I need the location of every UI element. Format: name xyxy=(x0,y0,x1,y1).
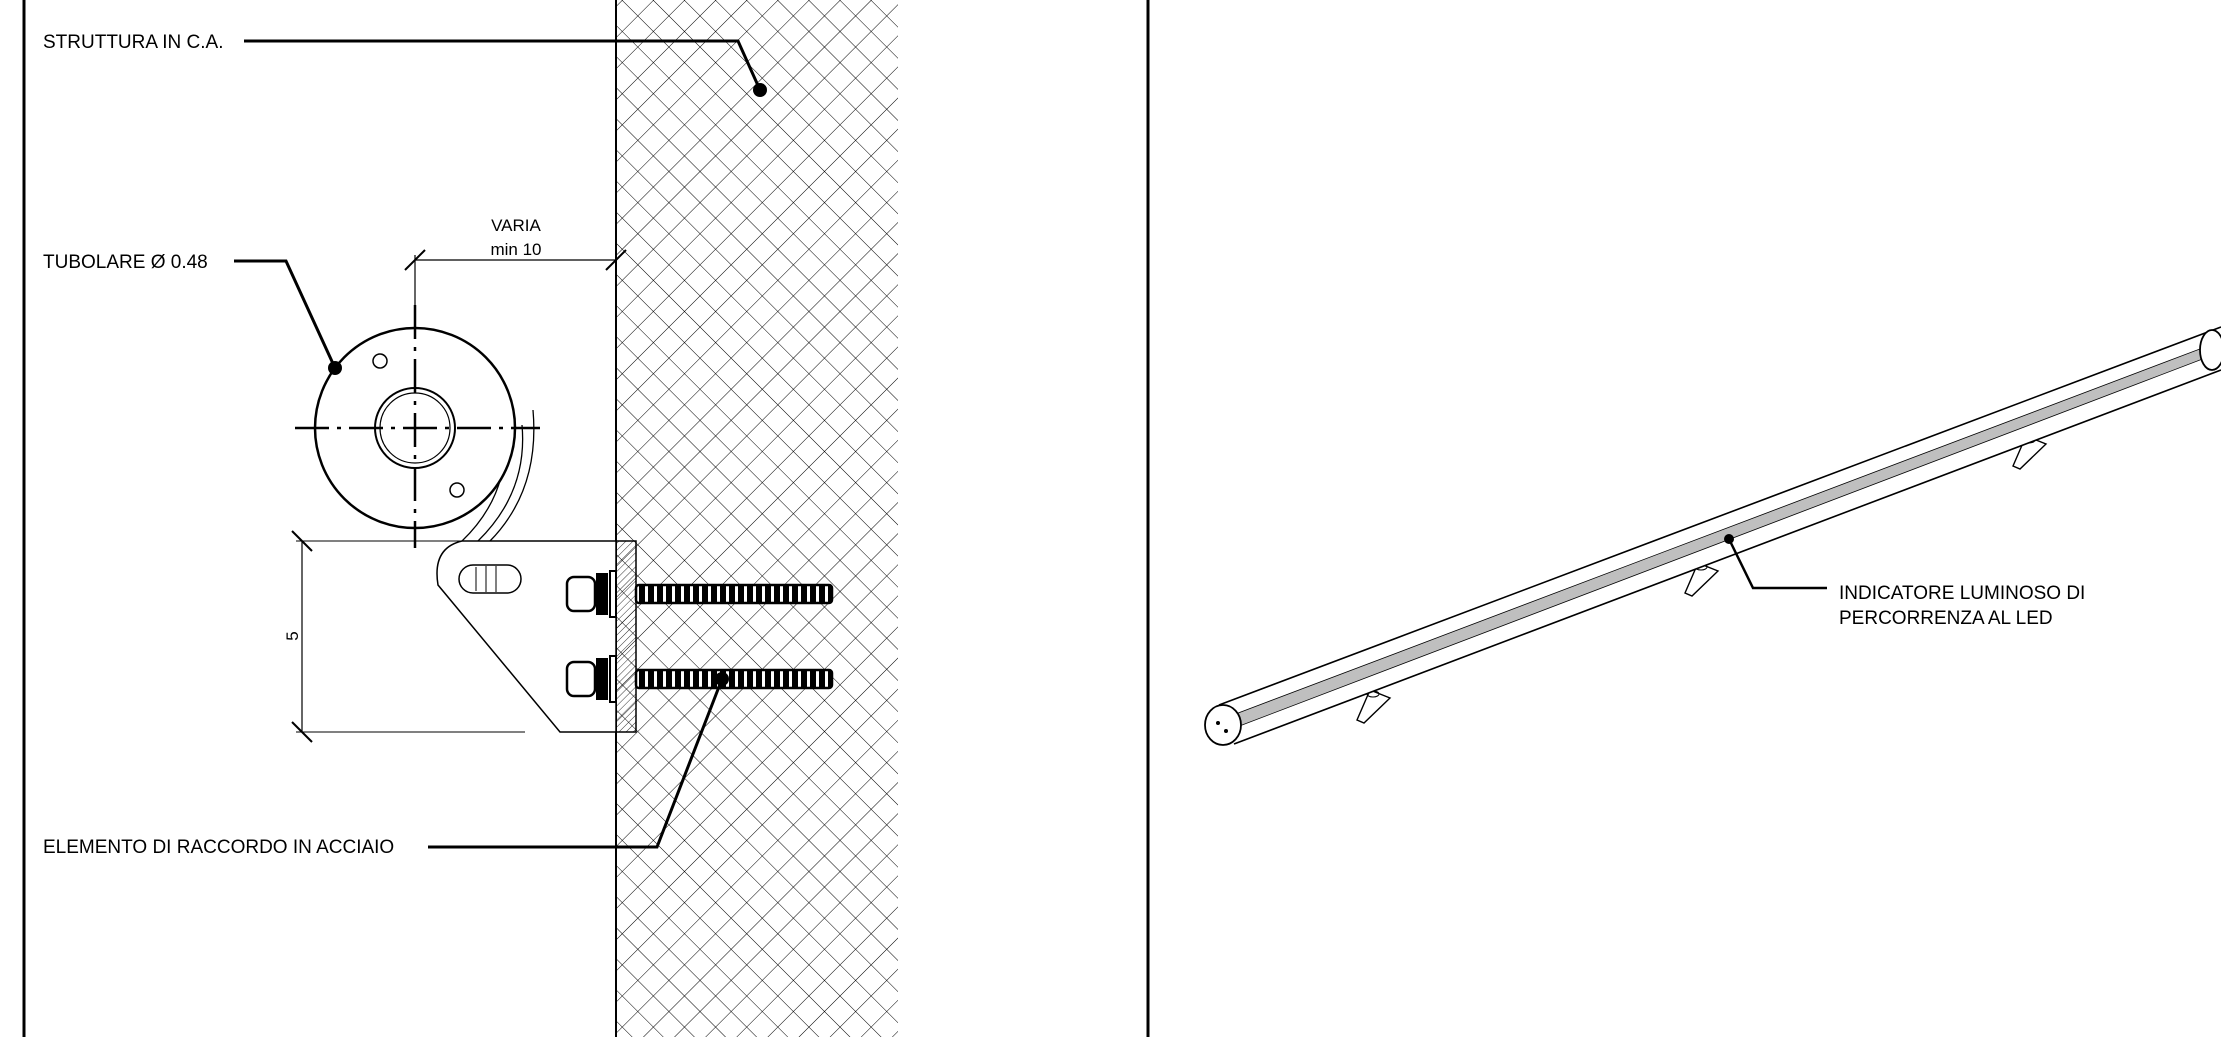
label-struttura: STRUTTURA IN C.A. xyxy=(43,32,224,53)
dimension-vertical: 5 xyxy=(283,530,525,743)
anchor-bolt-upper xyxy=(565,570,834,618)
leader-struttura: STRUTTURA IN C.A. xyxy=(43,32,767,97)
dimension-min10: min 10 xyxy=(490,240,541,259)
led-strip xyxy=(1224,340,2221,731)
label-indicatore-line1: INDICATORE LUMINOSO DI xyxy=(1839,583,2085,604)
anchor-bolt-lower xyxy=(565,655,834,703)
leader-elemento: ELEMENTO DI RACCORDO IN ACCIAIO xyxy=(43,672,729,858)
leader-indicatore: INDICATORE LUMINOSO DI PERCORRENZA AL LE… xyxy=(1724,534,2085,629)
dimension-horizontal: VARIA min 10 xyxy=(404,216,627,305)
section-detail: VARIA min 10 5 STRUTTURA IN C.A. TUBOLAR… xyxy=(43,0,898,1037)
wall-plate xyxy=(615,540,637,733)
leader-tubolare: TUBOLARE Ø 0.48 xyxy=(43,252,342,375)
label-tubolare: TUBOLARE Ø 0.48 xyxy=(43,252,208,273)
dimension-height: 5 xyxy=(283,631,302,640)
tube-section xyxy=(295,305,540,548)
panel-frames xyxy=(22,0,1150,1037)
label-indicatore-line2: PERCORRENZA AL LED xyxy=(1839,608,2053,629)
label-elemento: ELEMENTO DI RACCORDO IN ACCIAIO xyxy=(43,837,394,858)
dimension-varia: VARIA xyxy=(491,216,541,235)
concrete-wall xyxy=(615,0,898,1037)
isometric-view: INDICATORE LUMINOSO DI PERCORRENZA AL LE… xyxy=(1204,326,2221,746)
handrail-tube xyxy=(1204,326,2221,746)
